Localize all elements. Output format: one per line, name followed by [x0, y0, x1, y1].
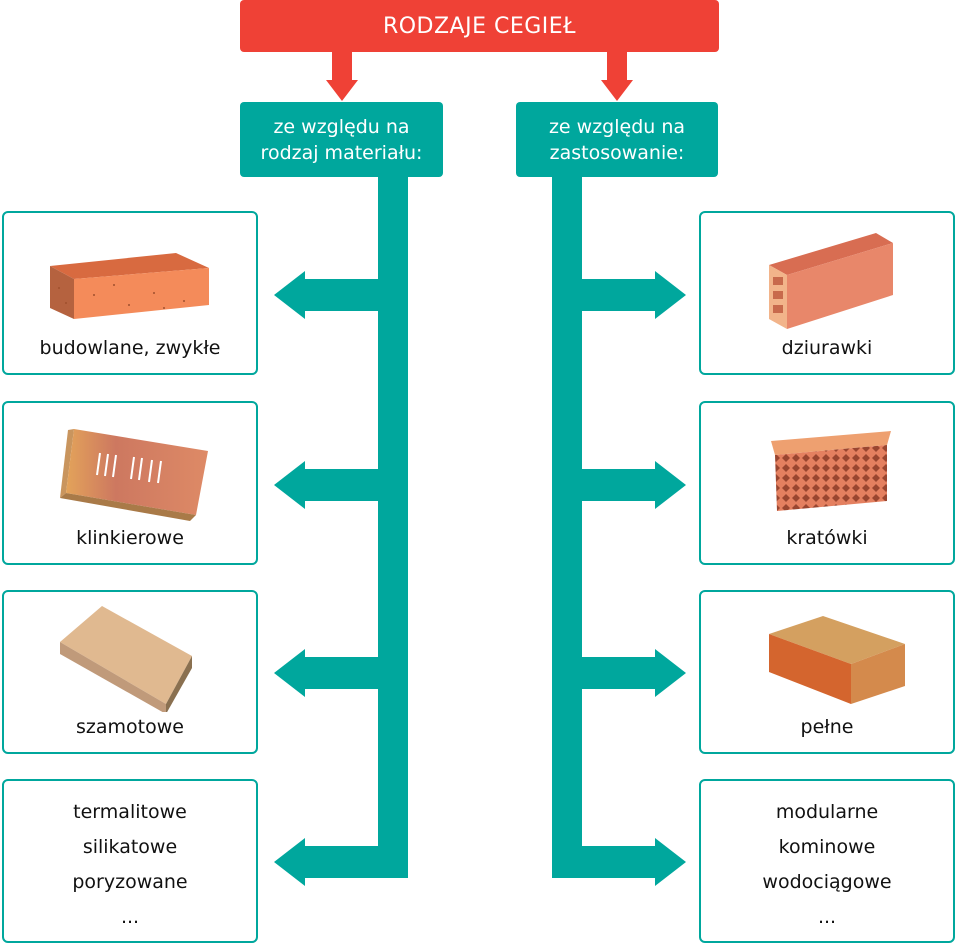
header-line: zastosowanie:: [549, 141, 685, 164]
fireclay-brick-icon: [60, 606, 192, 712]
left-trunk: [378, 170, 408, 878]
list-item: wodociągowe: [762, 871, 892, 893]
card-klinkierowe: klinkierowe: [2, 401, 258, 565]
list-item: silikatowe: [82, 836, 178, 858]
arrow-left-4: [274, 838, 408, 886]
lattice-brick-icon: [771, 431, 891, 511]
down-arrow-left: [326, 50, 358, 101]
header-line: ze względu na: [273, 115, 410, 138]
list-item: kominowe: [778, 836, 876, 858]
hollow-brick-icon: [769, 233, 893, 329]
arrow-left-2: [274, 461, 378, 509]
arrow-right-3: [582, 649, 686, 697]
list-item: ...: [120, 906, 140, 928]
card-szamotowe: szamotowe: [2, 590, 258, 754]
red-arrows: [326, 50, 633, 101]
solid-brick-icon: [50, 253, 209, 319]
left-branch-arrows: [274, 271, 408, 886]
card-label: szamotowe: [76, 716, 184, 738]
list-item: modularne: [775, 801, 879, 823]
card-label: kratówki: [786, 527, 868, 549]
arrow-left-3: [274, 649, 378, 697]
card-label: budowlane, zwykłe: [39, 337, 221, 359]
card-budowlane: budowlane, zwykłe: [2, 211, 258, 375]
diagram-title: RODZAJE CEGIEŁ: [240, 0, 719, 52]
arrow-right-2: [582, 461, 686, 509]
more-materials-list: termalitowe silikatowe poryzowane ...: [4, 795, 256, 935]
header-line: ze względu na: [548, 115, 686, 138]
title-text: RODZAJE CEGIEŁ: [382, 13, 577, 39]
card-more-uses: modularne kominowe wodociągowe ...: [699, 779, 955, 943]
arrow-right-4: [552, 838, 686, 886]
arrow-right-1: [582, 271, 686, 319]
card-more-materials: termalitowe silikatowe poryzowane ...: [2, 779, 258, 943]
down-arrow-right: [601, 50, 633, 101]
card-kratowki: kratówki: [699, 401, 955, 565]
right-branch-arrows: [552, 271, 686, 886]
header-line: rodzaj materiału:: [260, 141, 423, 164]
list-item: termalitowe: [73, 801, 187, 823]
card-dziurawki: dziurawki: [699, 211, 955, 375]
card-label: dziurawki: [781, 337, 873, 359]
list-item: poryzowane: [72, 871, 188, 893]
card-pelne: pełne: [699, 590, 955, 754]
clinker-brick-icon: [60, 429, 208, 521]
card-label: pełne: [800, 716, 854, 738]
list-item: ...: [817, 906, 837, 928]
more-uses-list: modularne kominowe wodociągowe ...: [701, 795, 953, 935]
arrow-left-1: [274, 271, 378, 319]
right-trunk: [552, 170, 582, 878]
left-category-header: ze względu na rodzaj materiału:: [240, 102, 443, 177]
right-category-header: ze względu na zastosowanie:: [516, 102, 718, 177]
full-brick-icon: [769, 616, 905, 704]
card-label: klinkierowe: [76, 527, 184, 549]
